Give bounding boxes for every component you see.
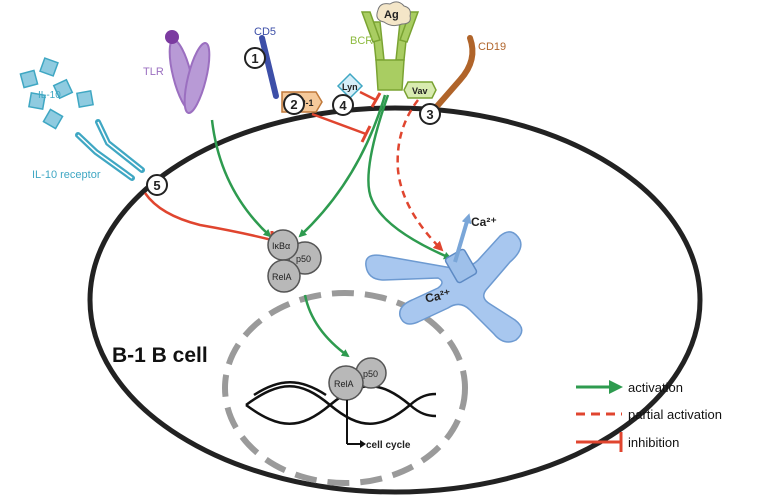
nuclear-p50-label: p50 [363, 369, 378, 379]
svg-text:2: 2 [290, 97, 297, 112]
step-1: 1 [244, 47, 266, 69]
legend: activation partial activation inhibition [576, 380, 722, 452]
activation-nfkb-nucleus [303, 294, 350, 358]
svg-text:Vav: Vav [412, 86, 428, 96]
nucleus [222, 290, 468, 486]
ikba-label: IκBα [272, 241, 290, 251]
cd5-receptor [259, 35, 279, 99]
activation-bcr-nfkb [298, 94, 387, 238]
svg-text:Lyn: Lyn [342, 82, 358, 92]
cd19-receptor [429, 35, 476, 115]
tlr-label: TLR [143, 66, 164, 78]
il10-label: IL-10 [38, 90, 61, 101]
cd5-label: CD5 [254, 26, 276, 38]
activation-tlr-nfkb [210, 119, 272, 238]
calcium-cytosol-label: Ca²⁺ [471, 215, 497, 229]
nuclear-rela-label: RelA [334, 379, 354, 389]
svg-text:Ag: Ag [384, 9, 399, 21]
bcr-label: BCR [350, 35, 373, 47]
activation-bcr-er [367, 94, 452, 260]
cell-title: B-1 B cell [112, 344, 208, 367]
tlr-receptor [165, 30, 211, 114]
cell-membrane [87, 105, 703, 495]
step-2: 2 [283, 93, 305, 115]
legend-inhibition-label: inhibition [628, 435, 679, 450]
cd19-label: CD19 [478, 41, 506, 53]
svg-text:1: 1 [251, 51, 258, 66]
antigen: Ag [376, 1, 411, 27]
cell-cycle-label: cell cycle [366, 440, 411, 451]
inhibition-il10-nfkb [143, 192, 273, 242]
svg-text:5: 5 [153, 178, 160, 193]
rela-label: RelA [272, 272, 292, 282]
p50-label: p50 [296, 254, 311, 264]
nuclear-nfkb [328, 357, 387, 448]
vav-molecule: Vav [403, 81, 437, 99]
calcium-er-label: Ca²⁺ [424, 287, 452, 306]
bcr-receptor [360, 11, 420, 91]
svg-text:4: 4 [339, 98, 347, 113]
step-4: 4 [332, 94, 354, 116]
inhibition-shp1-bcr [311, 112, 367, 136]
inhibition-lyn-bcr [359, 90, 377, 102]
endoplasmic-reticulum [365, 213, 523, 343]
step-3: 3 [419, 103, 441, 125]
step-5: 5 [146, 174, 168, 196]
il10-molecules [19, 57, 94, 130]
legend-activation-label: activation [628, 380, 683, 395]
lyn-molecule: Lyn [336, 72, 364, 100]
legend-partial-label: partial activation [628, 407, 722, 422]
il10-receptor-label: IL-10 receptor [32, 169, 101, 181]
svg-text:3: 3 [426, 107, 433, 122]
partial-activation-vav-er [396, 99, 444, 252]
nfkb-complex [267, 229, 322, 293]
